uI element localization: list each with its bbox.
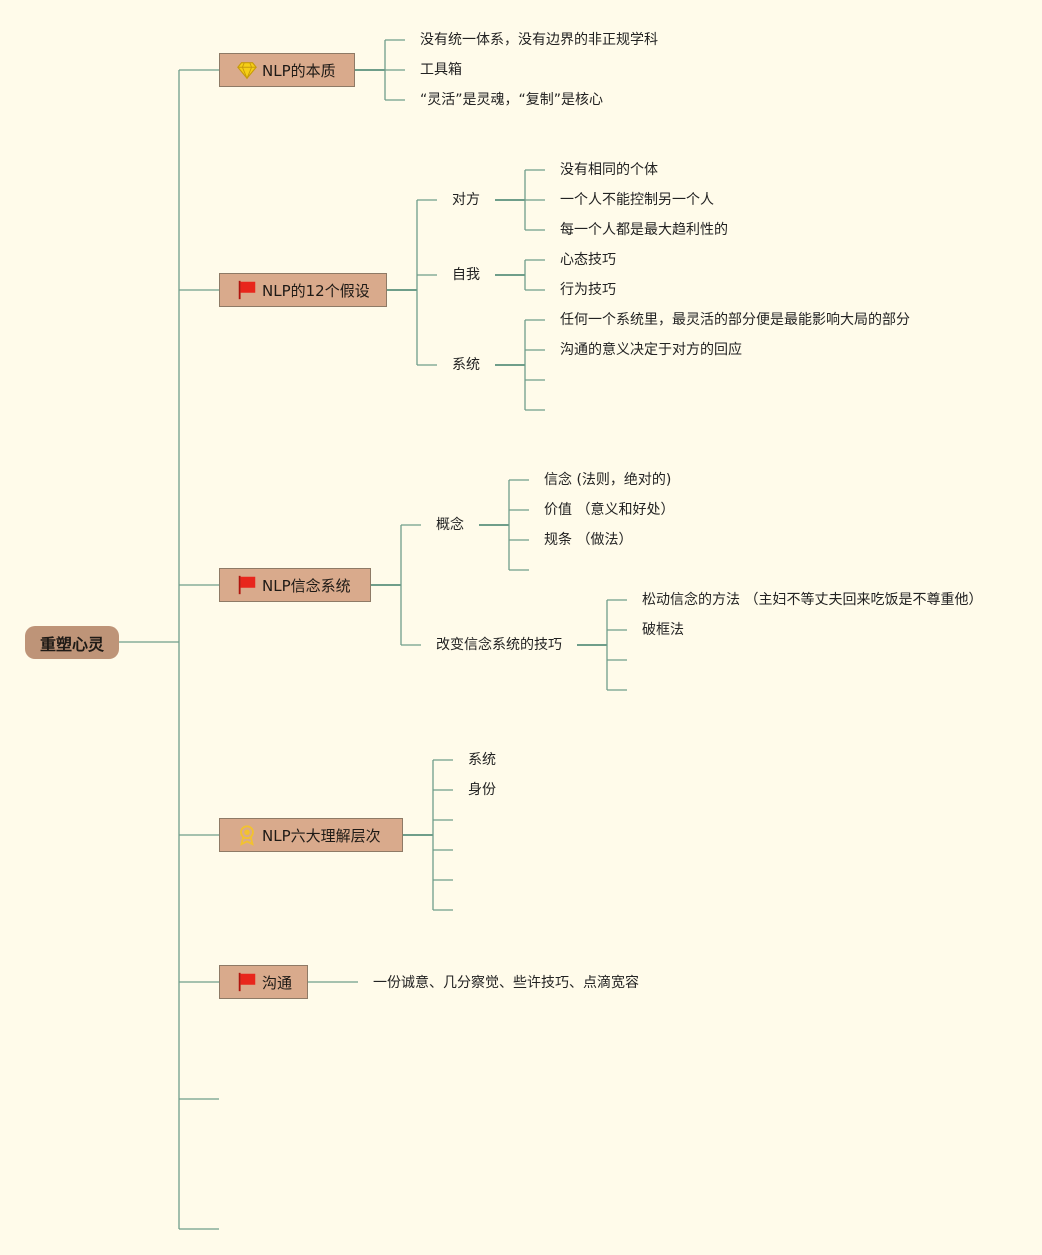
flag-icon <box>236 574 258 596</box>
branch-label: NLP信念系统 <box>262 576 351 595</box>
branch-nlp-assumptions[interactable]: NLP的12个假设 <box>219 273 387 307</box>
branch-nlp-logical-levels[interactable]: NLP六大理解层次 <box>219 818 403 852</box>
leaf-topic[interactable]: 每一个人都是最大趋利性的 <box>560 222 728 238</box>
root-topic[interactable]: 重塑心灵 <box>25 626 119 659</box>
branch-label: NLP六大理解层次 <box>262 826 381 845</box>
subtopic-belief-change-skills[interactable]: 改变信念系统的技巧 <box>436 637 562 653</box>
leaf-topic[interactable]: 没有统一体系，没有边界的非正规学科 <box>420 32 658 48</box>
leaf-topic[interactable]: 系统 <box>468 752 496 768</box>
leaf-topic[interactable]: 工具箱 <box>420 62 462 78</box>
leaf-topic[interactable]: 信念 (法则，绝对的) <box>544 472 672 488</box>
branch-nlp-essence[interactable]: NLP的本质 <box>219 53 355 87</box>
leaf-topic[interactable]: 一份诚意、几分察觉、些许技巧、点滴宽容 <box>373 975 639 991</box>
leaf-topic[interactable]: 心态技巧 <box>560 252 616 268</box>
leaf-topic[interactable]: 破框法 <box>642 622 684 638</box>
leaf-topic[interactable]: 没有相同的个体 <box>560 162 658 178</box>
branch-label: 沟通 <box>262 973 293 992</box>
leaf-topic[interactable]: 身份 <box>468 782 496 798</box>
leaf-topic[interactable]: “灵活”是灵魂，“复制”是核心 <box>420 92 604 108</box>
leaf-topic[interactable]: 行为技巧 <box>560 282 616 298</box>
subtopic-self[interactable]: 自我 <box>452 267 480 283</box>
branch-communication[interactable]: 沟通 <box>219 965 308 999</box>
subtopic-system[interactable]: 系统 <box>452 357 480 373</box>
award-icon <box>236 824 258 846</box>
leaf-topic[interactable]: 松动信念的方法 （主妇不等丈夫回来吃饭是不尊重他） <box>642 592 983 608</box>
branch-label: NLP的12个假设 <box>262 281 370 300</box>
flag-icon <box>236 279 258 301</box>
leaf-topic[interactable]: 价值 （意义和好处） <box>544 502 675 518</box>
diamond-icon <box>236 59 258 81</box>
branch-label: NLP的本质 <box>262 61 336 80</box>
leaf-topic[interactable]: 任何一个系统里，最灵活的部分便是最能影响大局的部分 <box>560 312 910 328</box>
flag-icon <box>236 971 258 993</box>
subtopic-other-party[interactable]: 对方 <box>452 192 480 208</box>
leaf-topic[interactable]: 沟通的意义决定于对方的回应 <box>560 342 742 358</box>
leaf-topic[interactable]: 一个人不能控制另一个人 <box>560 192 714 208</box>
branch-nlp-belief-system[interactable]: NLP信念系统 <box>219 568 371 602</box>
subtopic-concept[interactable]: 概念 <box>436 517 464 533</box>
leaf-topic[interactable]: 规条 （做法） <box>544 532 633 548</box>
